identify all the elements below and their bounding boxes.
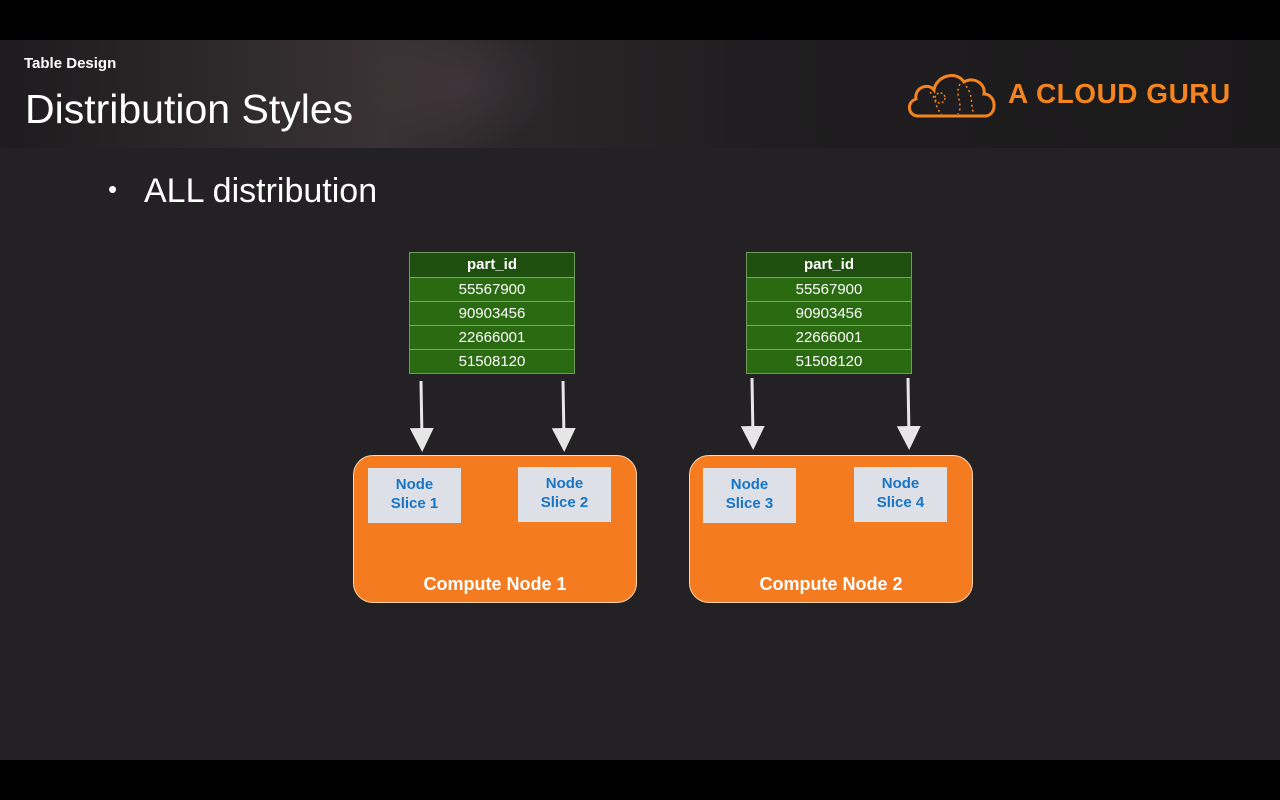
part-id-table-1: part_id 55567900 90903456 22666001 51508… [409, 252, 575, 374]
table-row: 55567900 [410, 277, 574, 301]
table-row: 51508120 [410, 349, 574, 373]
part-id-table-2: part_id 55567900 90903456 22666001 51508… [746, 252, 912, 374]
bullet-marker: • [108, 174, 118, 204]
node-slice-3: Node Slice 3 [703, 468, 796, 523]
slide-header: Table Design Distribution Styles A CLOUD… [0, 40, 1280, 148]
logo-text: A CLOUD GURU [1008, 78, 1231, 109]
arrow-to-slice-2 [551, 380, 576, 452]
node-slice-2: Node Slice 2 [518, 467, 611, 522]
section-label: Table Design [24, 55, 117, 72]
table-row: 90903456 [410, 301, 574, 325]
table-row: 22666001 [747, 325, 911, 349]
compute-node-1: Node Slice 1 Node Slice 2 Compute Node 1 [353, 455, 637, 603]
slice-label-line2: Slice 3 [725, 495, 774, 512]
slice-label-line1: Node [730, 476, 769, 493]
bullet-item: • ALL distribution [108, 172, 377, 211]
bullet-text: ALL distribution [144, 172, 378, 210]
table-header: part_id [410, 253, 574, 277]
slice-label-line2: Slice 2 [540, 494, 589, 511]
table-row: 51508120 [747, 349, 911, 373]
table-header: part_id [747, 253, 911, 277]
cloud-icon [908, 74, 996, 118]
table-row: 55567900 [747, 277, 911, 301]
arrow-to-slice-1 [409, 380, 434, 452]
node-slice-1: Node Slice 1 [368, 468, 461, 523]
slice-label-line2: Slice 4 [876, 494, 925, 511]
slide: Table Design Distribution Styles A CLOUD… [0, 40, 1280, 760]
slice-label-line1: Node [545, 475, 584, 492]
compute-node-2: Node Slice 3 Node Slice 4 Compute Node 2 [689, 455, 973, 603]
slide-title: Distribution Styles [25, 86, 354, 132]
arrow-to-slice-4 [896, 377, 921, 450]
compute-node-label: Compute Node 1 [423, 574, 567, 594]
compute-node-label: Compute Node 2 [759, 574, 903, 594]
brand-logo: A CLOUD GURU [904, 66, 1244, 122]
node-slice-4: Node Slice 4 [854, 467, 947, 522]
arrow-to-slice-3 [740, 377, 765, 450]
header-background-photo [360, 40, 560, 148]
slice-label-line2: Slice 1 [390, 495, 439, 512]
slice-label-line1: Node [881, 475, 920, 492]
table-row: 90903456 [747, 301, 911, 325]
distribution-arrows [409, 377, 921, 452]
slice-label-line1: Node [395, 476, 434, 493]
table-row: 22666001 [410, 325, 574, 349]
